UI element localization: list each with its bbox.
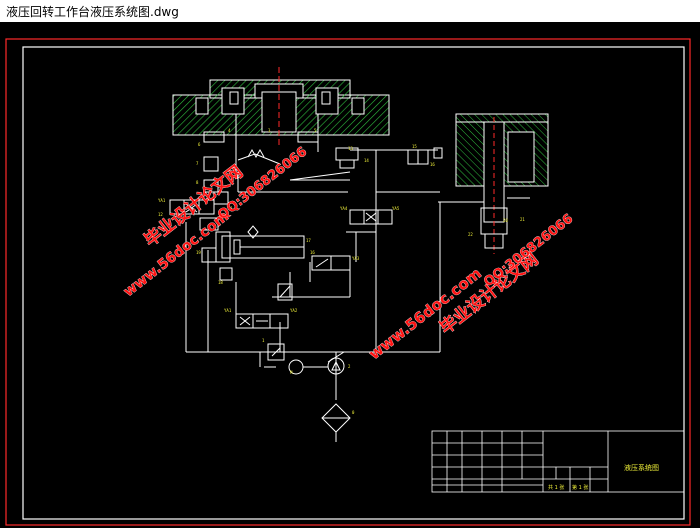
cad-viewport[interactable]: 20 21 22 <box>0 22 700 528</box>
window-title: 液压回转工作台液压系统图.dwg <box>6 5 179 19</box>
valve-components <box>169 131 443 442</box>
svg-text:16: 16 <box>430 162 435 167</box>
watermark-left: 毕业设计论文网 www.56doc.com <box>120 161 247 301</box>
svg-text:17: 17 <box>306 238 311 243</box>
svg-text:21: 21 <box>520 217 525 222</box>
svg-text:YA1: YA1 <box>224 308 232 313</box>
hydraulic-drawing: 20 21 22 <box>5 38 691 526</box>
svg-text:8: 8 <box>196 180 199 185</box>
svg-text:3: 3 <box>268 128 271 133</box>
sheet-number: 第 1 张 <box>572 484 588 491</box>
hydraulic-lines <box>185 149 441 400</box>
sheet-total: 共 1 张 <box>548 484 564 491</box>
svg-text:11: 11 <box>228 206 233 211</box>
inner-frame <box>22 46 685 520</box>
svg-text:13: 13 <box>348 146 353 151</box>
svg-text:YA2: YA2 <box>290 308 298 313</box>
svg-text:6: 6 <box>198 142 201 147</box>
watermark-qq-right: QQ:306826066 <box>481 211 577 290</box>
window-titlebar: 液压回转工作台液压系统图.dwg <box>0 0 700 23</box>
svg-text:YA3: YA3 <box>352 256 360 261</box>
svg-text:22: 22 <box>468 232 473 237</box>
svg-text:12: 12 <box>158 212 163 217</box>
svg-text:YA5: YA5 <box>392 206 400 211</box>
svg-text:10: 10 <box>218 214 223 219</box>
svg-text:M: M <box>290 370 293 375</box>
svg-text:YA4: YA4 <box>340 206 348 211</box>
svg-text:20: 20 <box>503 218 508 223</box>
drawing-name: 液压系统图 <box>624 463 659 472</box>
svg-text:7: 7 <box>196 161 199 166</box>
svg-text:16: 16 <box>310 250 315 255</box>
outer-frame <box>5 38 691 526</box>
svg-text:18: 18 <box>218 280 223 285</box>
svg-text:YA1: YA1 <box>158 198 166 203</box>
svg-text:14: 14 <box>364 158 369 163</box>
svg-text:1: 1 <box>262 338 265 343</box>
rotary-table-section <box>172 67 390 172</box>
svg-text:2: 2 <box>348 364 351 369</box>
svg-text:5: 5 <box>314 128 317 133</box>
svg-text:15: 15 <box>412 144 417 149</box>
svg-text:19: 19 <box>196 250 201 255</box>
title-block <box>431 430 685 493</box>
indexing-cylinder-detail: 20 21 22 <box>438 113 549 254</box>
svg-text:4: 4 <box>228 128 231 133</box>
component-labels: 4 3 5 6 7 8 YA1 12 10 11 13 14 15 16 YA4… <box>158 128 435 415</box>
svg-text:0: 0 <box>352 410 355 415</box>
watermark-qq-text-right: QQ:306826066 <box>481 211 576 290</box>
